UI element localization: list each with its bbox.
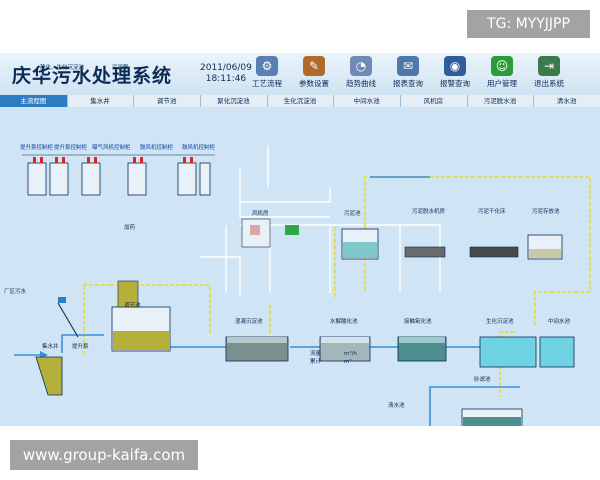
app-title: 庆华污水处理系统	[12, 65, 173, 87]
tab-2[interactable]: 集水井	[67, 95, 135, 107]
tab-7[interactable]: 风机房	[400, 95, 468, 107]
toolbar-button-6[interactable]: ☺ 用户管理	[480, 56, 524, 89]
air-pipes	[200, 145, 441, 297]
alarm-query-icon: ◉	[444, 56, 466, 76]
toolbar-button-label: 退出系统	[534, 79, 564, 88]
label-sludge-pump-top: 污泥泵	[112, 65, 129, 71]
sludge-tank-level	[343, 242, 377, 258]
datetime-display: 2011/06/09 18:11:46	[200, 63, 252, 85]
process-flow-diagram	[0, 107, 600, 426]
label-reg-tank: 调节池	[124, 303, 141, 309]
label-sludge-store: 污泥存放池	[532, 209, 560, 215]
dewatering-press[interactable]	[404, 246, 446, 258]
tab-9[interactable]: 清水池	[533, 95, 600, 107]
cabinet-1[interactable]	[27, 162, 47, 196]
parameter-settings-icon: ✎	[303, 56, 325, 76]
label-hydrolysis: 水解酸化池	[330, 319, 358, 325]
tab-3[interactable]: 调节池	[133, 95, 201, 107]
label-blower-room: 风机房	[252, 211, 269, 217]
cabinet-6[interactable]	[199, 162, 211, 196]
label-clean-tank: 清水池	[388, 403, 405, 409]
label-cabinet-1: 提升泵控制柜	[20, 145, 54, 151]
toolbar-button-5[interactable]: ◉ 报警查询	[433, 56, 477, 89]
toolbar-button-label: 用户管理	[487, 79, 517, 88]
toolbar-button-3[interactable]: ◔ 趋势曲线	[339, 56, 383, 89]
exit-system-icon: ⇥	[538, 56, 560, 76]
label-plant-inlet: 厂区污水	[4, 289, 27, 295]
toolbar-button-label: 报表查询	[393, 79, 423, 88]
label-sludge-tank: 污泥池	[344, 211, 361, 217]
tab-1[interactable]: 主流程图	[0, 95, 68, 107]
control-cabinets	[27, 162, 211, 196]
toolbar-button-1[interactable]: ⚙ 工艺流程	[245, 56, 289, 89]
label-contact: 接触氧化池	[404, 319, 432, 325]
watermark-top: TG: MYYJJPP	[467, 10, 590, 38]
middle-water-tank[interactable]	[539, 336, 575, 368]
label-lift-pump: 集水井	[42, 344, 59, 350]
header-bar: 庆华污水处理系统 2011/06/09 18:11:46 ⚙ 工艺流程 ✎ 参数设置 ◔…	[0, 53, 600, 96]
tab-6[interactable]: 中间水池	[333, 95, 401, 107]
blower-unit	[250, 225, 260, 235]
tab-4[interactable]: 絮化沉淀池	[200, 95, 268, 107]
label-dosing: 加药	[124, 225, 136, 231]
cabinet-2[interactable]	[49, 162, 69, 196]
hydrolysis-tank-top	[321, 337, 369, 343]
time-text: 18:11:46	[205, 74, 247, 84]
label-flow-unit: m³/h	[344, 351, 357, 357]
label-sed2: 生化沉淀池	[486, 319, 514, 325]
cabinet-3[interactable]	[81, 162, 101, 196]
contact-tank-top	[399, 337, 445, 343]
label-lift-pump-2: 提升泵	[72, 344, 89, 350]
toolbar-button-label: 参数设置	[299, 79, 329, 88]
label-sludge-dry: 污泥干化床	[478, 209, 506, 215]
label-cabinet-3: 曝气风机控制柜	[92, 145, 131, 151]
sludge-storage-level	[529, 249, 561, 258]
toolbar-button-7[interactable]: ⇥ 退出系统	[527, 56, 571, 89]
label-mid-tank: 中间水池	[548, 319, 571, 325]
cabinet-5[interactable]	[177, 162, 197, 196]
sludge-drying-bed[interactable]	[469, 246, 519, 258]
scada-window: 庆华污水处理系统 2011/06/09 18:11:46 ⚙ 工艺流程 ✎ 参数设置 ◔…	[0, 53, 600, 426]
lift-pump-pipe	[57, 302, 79, 338]
process-flow-icon: ⚙	[256, 56, 278, 76]
regulating-tank-level	[113, 331, 169, 350]
toolbar-button-4[interactable]: ✉ 报表查询	[386, 56, 430, 89]
coag-tank-top	[227, 337, 287, 343]
trend-curve-icon: ◔	[350, 56, 372, 76]
toolbar-button-label: 报警查询	[440, 79, 470, 88]
report-query-icon: ✉	[397, 56, 419, 76]
label-cum-label: 累计	[310, 359, 322, 365]
tab-5[interactable]: 生化沉淀池	[267, 95, 335, 107]
toolbar-button-label: 工艺流程	[252, 79, 282, 88]
label-sand-filter: 砂滤池	[474, 377, 491, 383]
label-pumps-note: 静化、生化沉淀池	[40, 65, 85, 71]
user-management-icon: ☺	[491, 56, 513, 76]
label-press: 污泥脱水机房	[412, 209, 446, 215]
sand-filter-media	[463, 417, 521, 426]
watermark-bottom: www.group-kaifa.com	[10, 440, 198, 470]
biochemical-sedimentation-tank[interactable]	[479, 336, 537, 368]
label-flow-label: 流量	[310, 351, 322, 357]
collection-well[interactable]	[35, 356, 63, 396]
tab-8[interactable]: 污泥脱水池	[467, 95, 535, 107]
cabinet-4[interactable]	[127, 162, 147, 196]
label-cum-unit: m³	[344, 359, 352, 365]
dosing-tank[interactable]	[117, 280, 139, 308]
toolbar-button-label: 趋势曲线	[346, 79, 376, 88]
label-sed1: 混凝沉淀池	[235, 319, 263, 325]
sludge-pipes	[83, 176, 591, 397]
label-cabinet-5: 鼓风机控制柜	[182, 145, 216, 151]
toolbar-button-2[interactable]: ✎ 参数设置	[292, 56, 336, 89]
lift-pump[interactable]	[58, 297, 66, 303]
label-cabinet-4: 鼓风机控制柜	[140, 145, 174, 151]
blower-fan[interactable]	[285, 225, 299, 235]
label-cabinet-2: 提升泵控制柜	[54, 145, 88, 151]
cabinet-indicators	[33, 157, 193, 163]
date-text: 2011/06/09	[200, 63, 252, 73]
